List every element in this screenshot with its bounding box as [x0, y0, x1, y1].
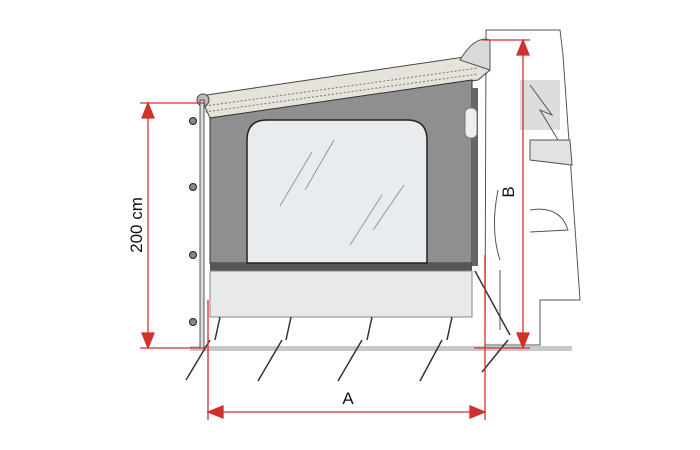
peg-icon — [419, 316, 453, 382]
window-glare — [279, 139, 405, 246]
clip-icon — [189, 117, 197, 125]
peg-icon — [185, 316, 221, 381]
height-label: 200 cm — [127, 197, 146, 253]
width-label: A — [342, 389, 354, 408]
dimension-lines — [140, 38, 530, 420]
vehicle-height-label: B — [499, 186, 518, 197]
window — [246, 119, 428, 264]
vehicle-outline — [484, 29, 581, 346]
clip-icon — [189, 183, 197, 191]
guy-line-peg-icon — [474, 270, 511, 373]
panel-lower-section — [209, 270, 473, 318]
panel-dark-band — [210, 263, 472, 271]
peg-icon — [257, 316, 292, 382]
support-pole — [189, 99, 205, 349]
side-panel — [209, 79, 478, 318]
peg-icon — [337, 316, 373, 382]
ground-line — [190, 346, 572, 351]
clip-icon — [189, 251, 197, 259]
awning-cassette — [196, 38, 491, 119]
ground-pegs — [185, 270, 511, 382]
clip-icon — [189, 318, 197, 326]
